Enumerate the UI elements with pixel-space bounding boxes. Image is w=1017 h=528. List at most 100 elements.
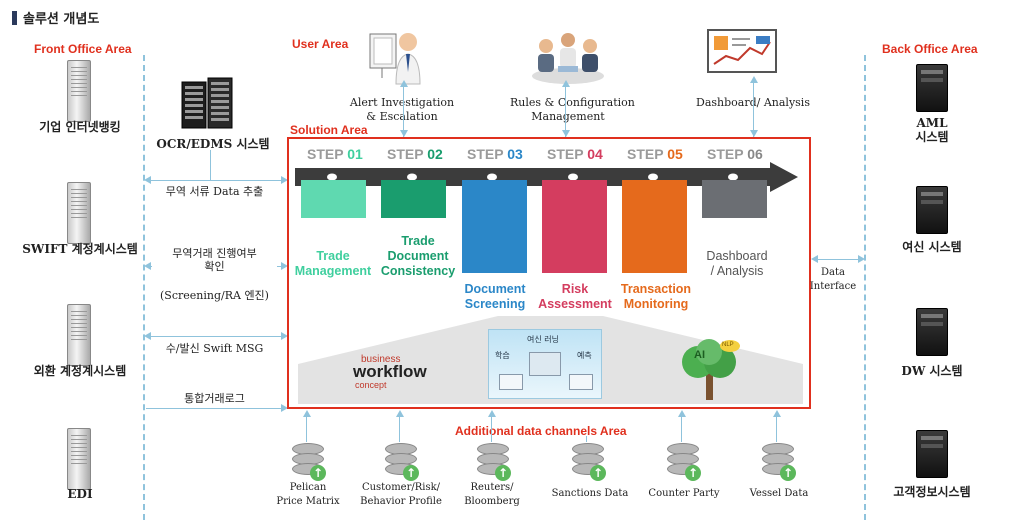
channel-connector [399,412,400,442]
arrow-up-icon [303,410,311,417]
ocr-edms-label: OCR/EDMS 시스템 [156,137,270,151]
step-block [381,180,446,218]
channel-connector [491,412,492,442]
laptop-icon [499,374,523,390]
step-header: STEP 04 [547,146,603,162]
channel-connector [776,412,777,442]
back-system-label: 여신 시스템 [902,240,962,254]
back-system-label: AML 시스템 [915,116,949,144]
back-system-label: 고객정보시스템 [893,485,971,499]
flow-label: 수/발신 Swift MSG [152,340,277,356]
flow-label: 무역거래 진행여부 [152,245,277,261]
user-connector [403,82,404,138]
title-marker-icon [12,11,17,25]
arrow-left-icon [144,176,151,184]
arrow-right-icon [281,404,288,412]
front-system-label: SWIFT 계정계시스템 [22,242,138,256]
step-header: STEP 02 [387,146,443,162]
team-icon [532,33,604,84]
ocr-connector [210,150,211,180]
flow-label: (Screening/RA 엔진) [160,289,269,302]
arrow-up-icon [678,410,686,417]
database-icon: ↑ [667,443,701,481]
flow-arrow [146,180,284,181]
arrow-up-icon [773,410,781,417]
flow-label: 통합거래로그 [184,392,245,405]
step-block [301,180,366,218]
dashboard-icon [707,29,777,73]
arrow-right-icon [281,332,288,340]
server-icon [916,186,948,234]
database-icon: ↑ [385,443,419,481]
channel-label: Sanctions Data [551,488,629,499]
arrow-left-icon [144,262,151,270]
arrow-left-icon [811,255,818,263]
user-connector [753,78,754,138]
server-icon [916,64,948,112]
channel-connector [586,436,587,442]
page-title: 솔루션 개념도 [12,8,99,27]
back-office-area-label: Back Office Area [882,42,978,56]
computer-icon [529,352,561,376]
flow-arrow [146,336,284,337]
arrow-down-icon [750,130,758,137]
laptop-icon [569,374,593,390]
arrow-up-icon [488,410,496,417]
solution-area-label: Solution Area [290,123,368,137]
arrow-right-icon [281,262,288,270]
additional-area-label: Additional data channels Area [455,424,627,438]
solution-area-box [287,137,811,409]
step-block [622,180,687,273]
step-header: STEP 03 [467,146,523,162]
front-system-label: 외환 계정계시스템 [33,364,127,378]
channel-label: Reuters/Bloomberg [464,482,520,507]
arrow-up-icon [400,80,408,87]
server-icon [67,304,91,366]
arrow-up-icon [562,80,570,87]
channel-connector [306,412,307,442]
server-rack-icon [181,77,233,129]
front-office-divider [143,55,145,520]
arrow-down-icon [562,130,570,137]
step-block [702,180,767,218]
step-block [542,180,607,273]
step-header: STEP 01 [307,146,363,162]
step-label: Dashboard/ Analysis [706,249,768,278]
database-icon: ↑ [477,443,511,481]
channel-label: Counter Party [648,488,720,499]
arrow-left-icon [144,332,151,340]
step-header: STEP 05 [627,146,683,162]
flow-arrow [146,408,284,409]
user-area-label: User Area [292,37,349,51]
arrow-up-icon [750,76,758,83]
workflow-wordcloud: business workflow concept [353,354,427,390]
server-icon [67,182,91,244]
user-item-label: Alert Investigation& Escalation [349,96,455,123]
server-icon [67,60,91,122]
channel-connector [681,412,682,442]
front-office-area-label: Front Office Area [34,42,132,56]
analyst-icon [369,33,421,85]
back-system-label: DW 시스템 [901,364,963,378]
step-header: STEP 06 [707,146,763,162]
ai-label: AI [694,349,705,361]
flow-label: 무역 서류 Data 추출 [152,183,277,199]
channel-label: Vessel Data [749,488,809,499]
database-icon: ↑ [292,443,326,481]
channel-label: Customer/Risk/Behavior Profile [360,482,442,507]
database-icon: ↑ [572,443,606,481]
user-connector [565,82,566,138]
front-system-label: EDI [67,487,93,501]
arrow-right-icon [858,255,865,263]
ai-badge: NLP [722,342,734,348]
arrow-down-icon [400,130,408,137]
back-office-divider [864,55,866,520]
